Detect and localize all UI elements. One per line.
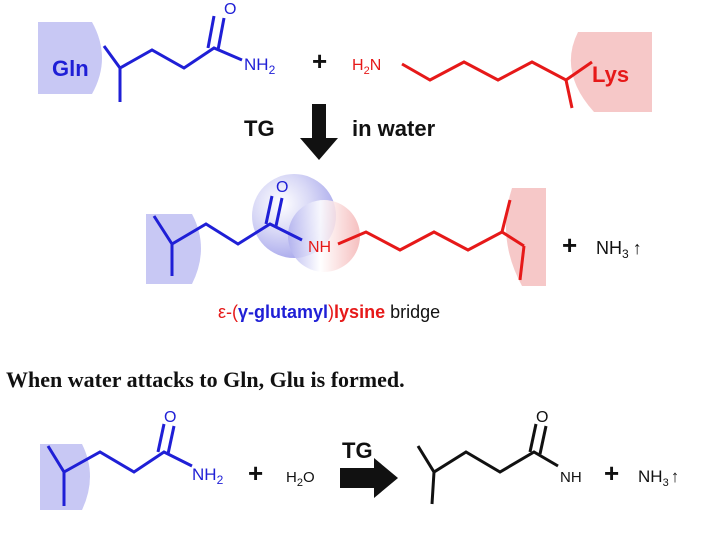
reaction-arrow-2: TG xyxy=(340,438,398,498)
product-lys-branch-down xyxy=(518,245,526,281)
plus-sign-2: + xyxy=(562,230,577,260)
reactant-gln: Gln O NH2 xyxy=(38,1,276,102)
reaction-arrow-1: TG in water xyxy=(244,104,436,160)
gln-carbonyl-bond-1 xyxy=(206,15,216,49)
gln-carbonyl-bond-2 xyxy=(216,17,226,51)
product-nh: NH xyxy=(308,239,331,256)
lys-residue-shade xyxy=(570,32,652,112)
product-crosslink: O NH xyxy=(146,174,546,286)
product-carbonyl-bond-2 xyxy=(274,197,284,227)
lys-label: Lys xyxy=(592,62,629,87)
gln-chain xyxy=(102,45,243,70)
lys-amine: H2N xyxy=(352,57,381,77)
glu-carbonyl-bond-2 xyxy=(538,425,548,455)
product-lys-branch-up xyxy=(500,199,512,233)
gln2-carbonyl-bond-1 xyxy=(156,423,166,453)
catalyst-label-1: TG xyxy=(244,116,275,141)
ammonia-1: NH3↑ xyxy=(596,238,642,261)
bridge-label: ε-(γ-glutamyl)lysine bridge xyxy=(218,302,440,322)
plus-sign-1: + xyxy=(312,46,327,76)
condition-label: in water xyxy=(352,116,436,141)
water-formula: H2O xyxy=(286,469,315,489)
gln2-chain xyxy=(46,445,193,475)
gln-label: Gln xyxy=(52,56,89,81)
gln2-carbonyl-bond-2 xyxy=(166,425,176,455)
product-oxygen: O xyxy=(276,179,288,196)
lys-branch xyxy=(564,79,574,109)
product-glu: O NH xyxy=(416,409,582,505)
glu-nh: NH xyxy=(560,469,582,486)
product-gln-chain xyxy=(152,215,303,247)
gln-amine: NH2 xyxy=(244,55,276,77)
gln-residue-shade xyxy=(38,22,102,94)
glu-chain xyxy=(416,445,559,475)
plus-sign-3: + xyxy=(248,458,263,488)
glu-branch xyxy=(430,471,436,505)
reactant-gln-2: O NH2 xyxy=(40,409,224,510)
gln2-amine: NH2 xyxy=(192,465,224,487)
product-lys-shade xyxy=(505,188,546,286)
reactant-lys: H2N Lys xyxy=(352,32,652,112)
right-arrow-icon xyxy=(340,458,398,498)
glu-oxygen: O xyxy=(536,409,548,426)
product-carbonyl-bond-1 xyxy=(264,195,274,225)
lys-chain xyxy=(401,60,593,82)
down-arrow-icon xyxy=(300,104,338,160)
glu-carbonyl-bond-1 xyxy=(528,423,538,453)
ammonia-2: NH3↑ xyxy=(638,467,679,489)
gln-oxygen: O xyxy=(224,1,236,18)
product-lys-chain xyxy=(337,230,525,252)
catalyst-label-2: TG xyxy=(342,438,373,463)
gln2-oxygen: O xyxy=(164,409,176,426)
plus-sign-4: + xyxy=(604,458,619,488)
caption-text: When water attacks to Gln, Glu is formed… xyxy=(6,367,405,392)
amide-junction-red xyxy=(288,200,360,272)
